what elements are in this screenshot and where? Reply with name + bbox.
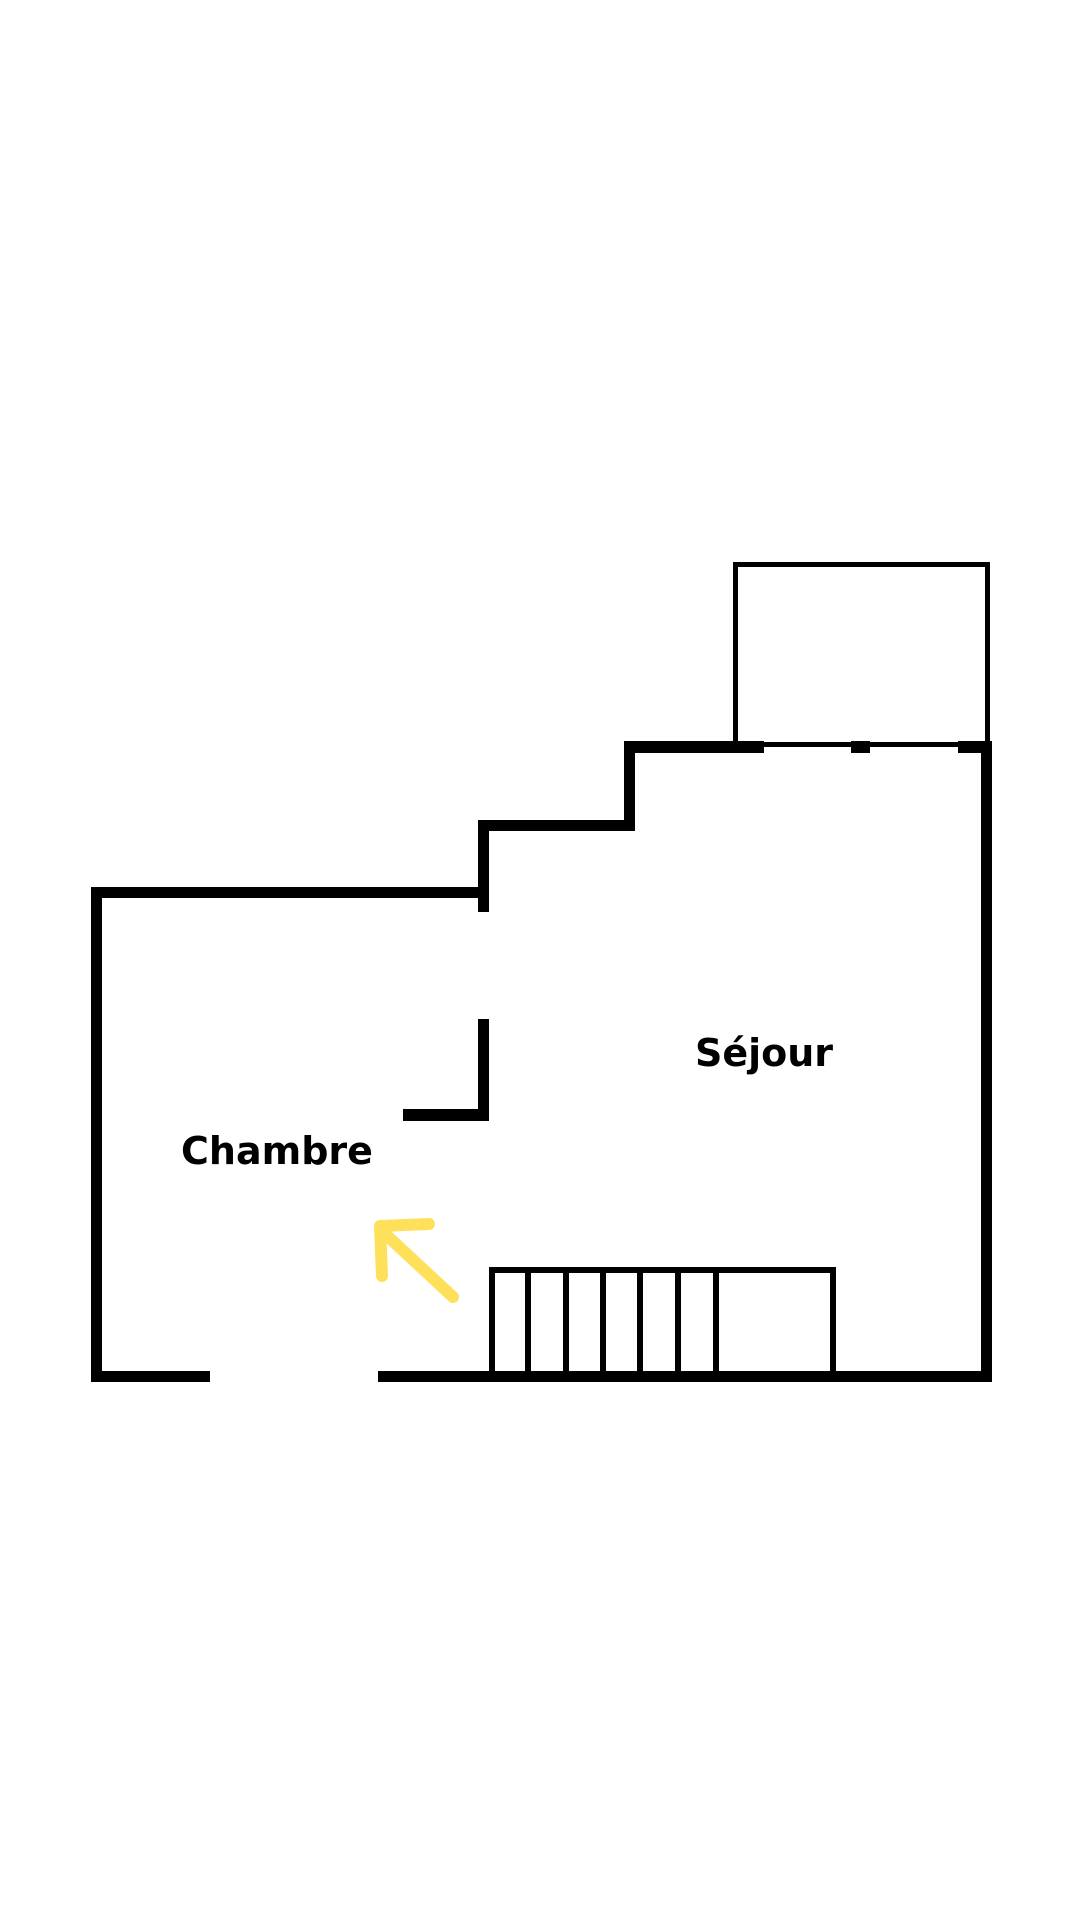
inner-wall-horizontal	[403, 1109, 489, 1121]
room-label-chambre: Chambre	[181, 1129, 373, 1173]
arrow-up-left-icon	[374, 1218, 459, 1303]
walls	[91, 741, 992, 1382]
staircase	[489, 1267, 836, 1377]
top-wall-segment	[624, 741, 764, 753]
bottom-wall-left	[91, 1371, 210, 1382]
left-wall	[91, 887, 102, 1382]
step-wall-vertical-2	[624, 741, 635, 831]
room-label-sejour: Séjour	[695, 1031, 833, 1075]
bedroom-top-wall	[91, 887, 489, 898]
inner-wall-vertical	[478, 1019, 489, 1121]
step-wall-horizontal-1	[478, 820, 635, 831]
step-wall-vertical-1	[478, 820, 489, 912]
balcony	[733, 562, 990, 747]
staircase-outline	[489, 1267, 836, 1377]
right-wall	[981, 741, 992, 1382]
